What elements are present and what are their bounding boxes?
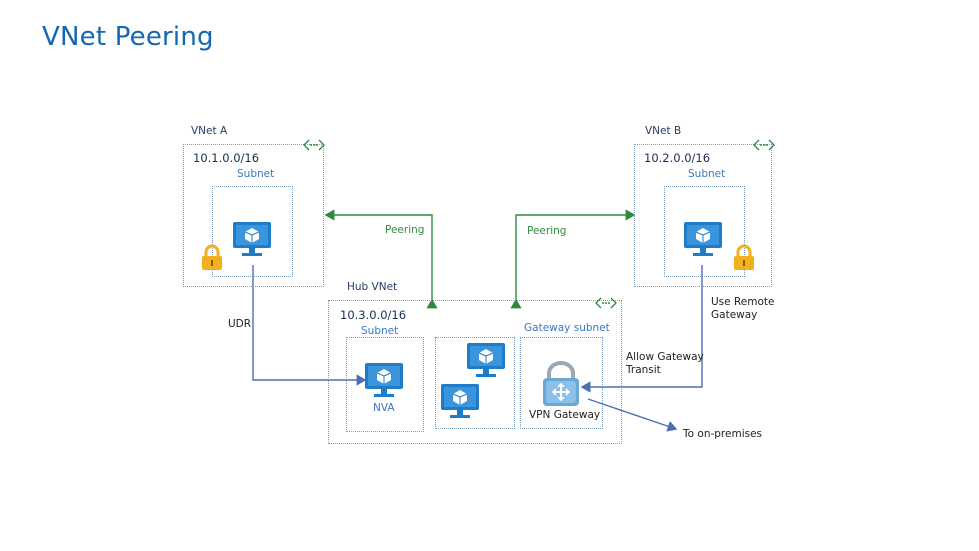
peering-right-label: Peering [527,225,567,237]
lock-icon [734,244,754,270]
use-remote-gateway-label-1: Use Remote [711,296,775,308]
vnet-brackets-icon [753,139,775,151]
page-title: VNet Peering [42,22,214,52]
on-premises-label: To on-premises [683,428,763,440]
vnet-b-subnet-box[interactable] [664,186,745,277]
peering-line-right [510,209,636,309]
vnet-b-subnet-label: Subnet [688,168,726,180]
vpn-gateway-icon[interactable] [541,361,581,407]
peering-line-left [324,209,438,309]
hub-vnet-box[interactable] [328,300,622,444]
udr-label: UDR [228,318,252,330]
peering-left-label: Peering [385,224,425,236]
gateway-subnet-label: Gateway subnet [524,322,610,334]
vnet-b-box[interactable] [634,144,772,287]
lock-icon [202,244,222,270]
vnet-a-label: VNet A [191,125,228,137]
virtual-machine-icon[interactable] [466,342,506,380]
vnet-a-subnet-label: Subnet [237,168,275,180]
hub-cidr: 10.3.0.0/16 [340,308,407,322]
vnet-b-label: VNet B [645,125,682,137]
remote-gateway-line [580,265,703,393]
vnet-brackets-icon [595,297,617,309]
use-remote-gateway-label-2: Gateway [711,309,758,321]
vnet-b-cidr: 10.2.0.0/16 [644,151,711,165]
allow-gateway-transit-label-2: Transit [626,364,661,376]
vpn-gateway-label: VPN Gateway [529,409,601,421]
virtual-machine-icon[interactable] [232,221,272,259]
vnet-brackets-icon [303,139,325,151]
allow-gateway-transit-label-1: Allow Gateway [626,351,704,363]
udr-line [252,265,367,386]
vnet-a-cidr: 10.1.0.0/16 [193,151,260,165]
gateway-subnet-box[interactable] [520,337,603,429]
hub-subnet-label: Subnet [361,325,399,337]
virtual-machine-icon[interactable] [440,383,480,421]
workload-subnet-box[interactable] [435,337,515,429]
nva-virtual-machine-icon[interactable] [364,362,404,400]
hub-vnet-label: Hub VNet [347,281,398,293]
nva-label: NVA [373,402,395,414]
vnet-a-box[interactable] [183,144,324,287]
vnet-a-subnet-box[interactable] [212,186,293,277]
virtual-machine-icon[interactable] [683,221,723,259]
nva-subnet-box[interactable] [346,337,424,432]
